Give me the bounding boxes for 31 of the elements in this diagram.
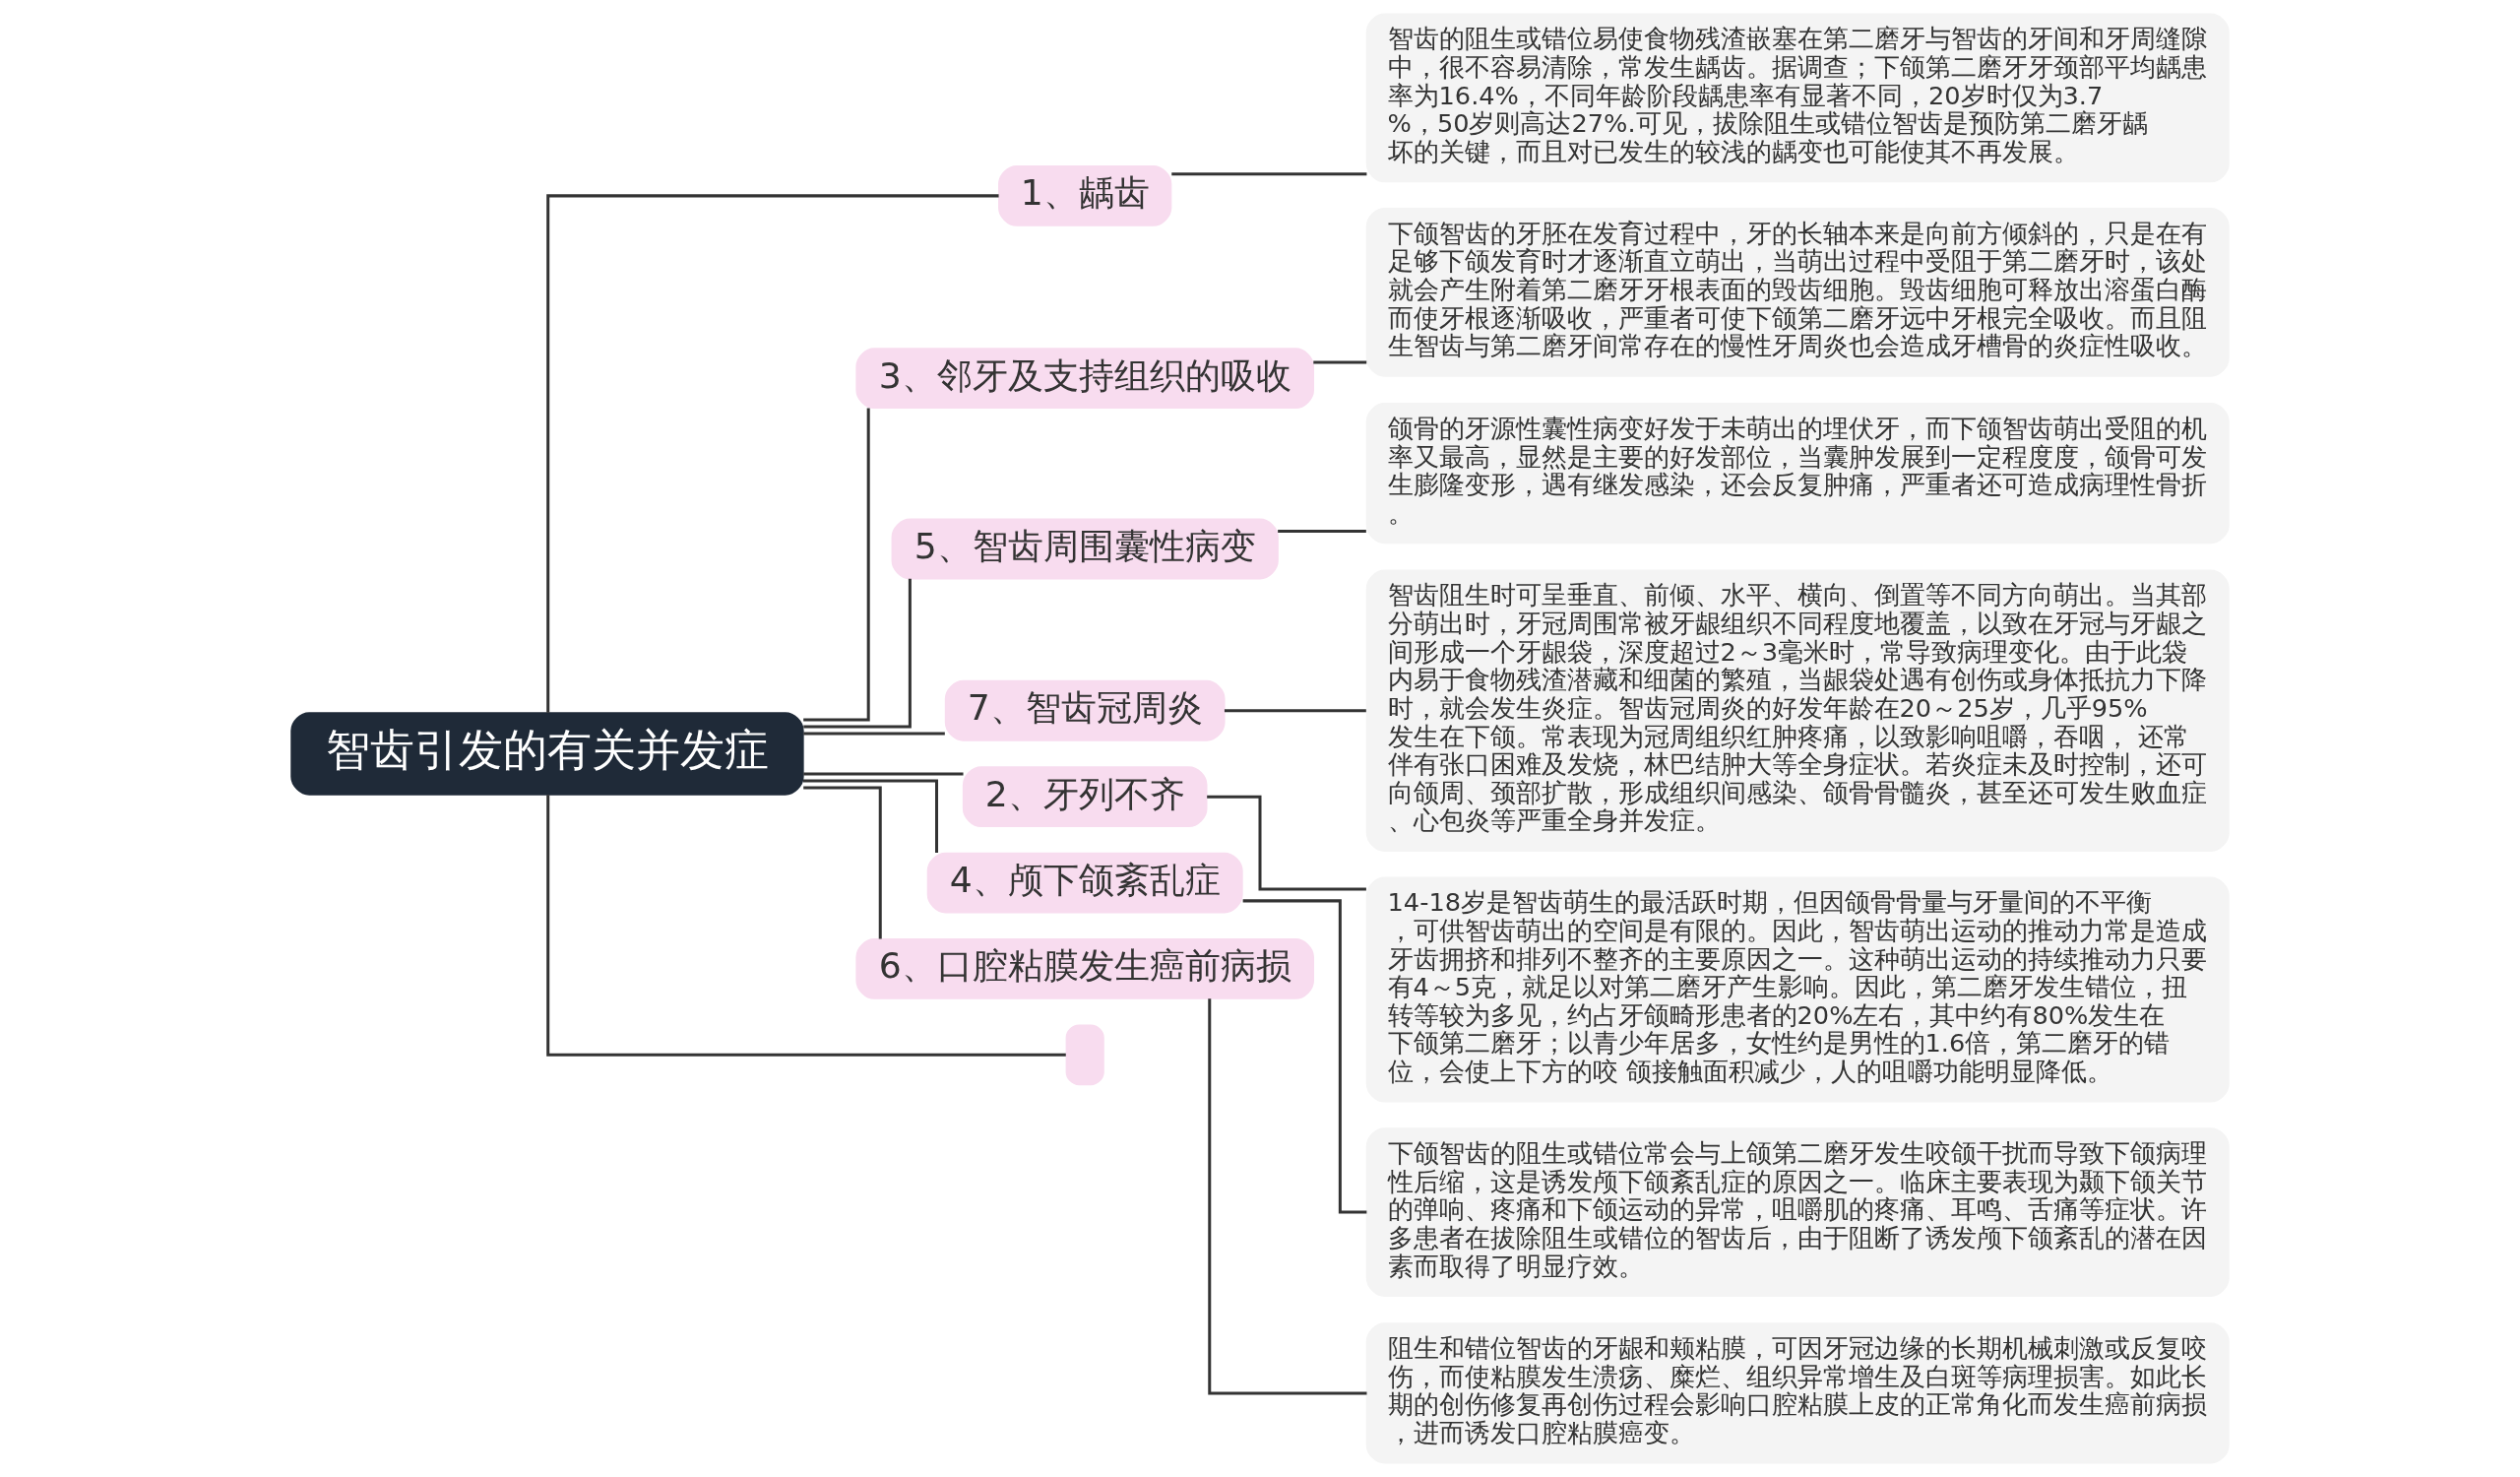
- connector: [546, 194, 999, 713]
- connector: [803, 408, 870, 722]
- connector: [803, 578, 912, 729]
- node-box: 5、智齿周围囊性病变: [891, 518, 1279, 580]
- connector: [1224, 709, 1366, 713]
- connector: [1278, 529, 1366, 533]
- connector: [546, 795, 1066, 1057]
- node-box: 智齿的阻生或错位易使食物残渣嵌塞在第二磨牙与智齿的牙间和牙周缝隙中，很不容易清除，常发生龋齿。据调查；下颌第二磨牙牙颈部平均龋患率为16.4%，不同年龄阶段龋患率有显著不同，20岁时仅为3.7%，50岁则高达27%.可见，拔除阻生或错位智齿是预防第二磨牙龋坏的关键，而且对已发生的较浅的龋变也可能使其不再发展。: [1365, 13, 2230, 183]
- node-box: 阻生和错位智齿的牙龈和颊粘膜，可因牙冠边缘的长期机械刺激或反复咬伤，而使粘膜发生溃疡、糜烂、组织异常增生及白斑等病理损害。如此长期的创伤修复再创伤过程会影响口腔粘膜上皮的正常角化而发生癌前病损，进而诱发口腔粘膜癌变。: [1365, 1322, 2230, 1464]
- connector: [1208, 998, 1367, 1395]
- connector: [803, 786, 882, 939]
- node-box: 7、智齿冠周炎: [944, 679, 1226, 741]
- connector: [1171, 172, 1367, 176]
- connector: [802, 779, 938, 853]
- node-box: 颌骨的牙源性囊性病变好发于未萌出的埋伏牙，而下颌智齿萌出受阻的机率又最高，显然是主要的好发部位，当囊肿发展到一定程度度，颌骨可发生膨隆变形，遇有继发感染，还会反复肿痛，严重者还可造成病理性骨折。: [1365, 403, 2230, 545]
- connector: [803, 732, 945, 736]
- node-box: 智齿引发的有关并发症: [290, 712, 804, 796]
- connector: [1207, 795, 1366, 891]
- node-box: 14-18岁是智齿萌生的最活跃时期，但因颌骨骨量与牙量间的不平衡，可供智齿萌出的空间是有限的。因此，智齿萌出运动的推动力常是造成牙齿拥挤和排列不整齐的主要原因之一。这种萌出运动的持续推动力只要有4～5克，就足以对第二磨牙产生影响。因此，第二磨牙发生错位，扭转等较为多见，约占牙颌畸形患者的20%左右，其中约有80%发生在下颌第二磨牙；以青少年居多，女性约是男性的1.6倍，第二磨牙的错位，会使上下方的咬 颌接触面积减少，人的咀嚼功能明显降低。: [1365, 876, 2230, 1103]
- node-box: 2、牙列不齐: [962, 766, 1208, 828]
- node-box: 1、龋齿: [998, 164, 1172, 226]
- node-box: 下颌智齿的阻生或错位常会与上颌第二磨牙发生咬颌干扰而导致下颌病理性后缩，这是诱发颅下颌紊乱症的原因之一。临床主要表现为颞下颌关节的弹响、疼痛和下颌运动的异常，咀嚼肌的疼痛、耳鸣、舌痛等症状。许多患者在拔除阻生或错位的智齿后，由于阻断了诱发颅下颌紊乱的潜在因素而取得了明显疗效。: [1365, 1127, 2230, 1297]
- node-box: [1065, 1024, 1104, 1086]
- node-box: 6、口腔粘膜发生癌前病损: [855, 938, 1314, 999]
- connector: [803, 772, 964, 776]
- node-box: 3、邻牙及支持组织的吸收: [855, 348, 1314, 410]
- node-box: 下颌智齿的牙胚在发育过程中，牙的长轴本来是向前方倾斜的，只是在有足够下颌发育时才逐渐直立萌出，当萌出过程中受阻于第二磨牙时，该处就会产生附着第二磨牙牙根表面的毁齿细胞。毁齿细胞可释放出溶蛋白酶而使牙根逐渐吸收，严重者可使下颌第二磨牙远中牙根完全吸收。而且阻生智齿与第二磨牙间常存在的慢性牙周炎也会造成牙槽骨的炎症性吸收。: [1365, 207, 2230, 377]
- connector: [1313, 360, 1367, 364]
- connector: [1242, 899, 1367, 1214]
- node-box: 智齿阻生时可呈垂直、前倾、水平、横向、倒置等不同方向萌出。当其部分萌出时，牙冠周围常被牙龈组织不同程度地覆盖，以致在牙冠与牙龈之间形成一个牙龈袋，深度超过2～3毫米时，常导致病理变化。由于此袋内易于食物残渣潜藏和细菌的繁殖，当龈袋处遇有创伤或身体抵抗力下降时，就会发生炎症。智齿冠周炎的好发年龄在20～25岁，几乎95%发生在下颌。常表现为冠周组织红肿疼痛，以致影响咀嚼，吞咽， 还常伴有张口困难及发烧，林巴结肿大等全身症状。若炎症未及时控制，还可向颌周、颈部扩散，形成组织间感染、颌骨骨髓炎，甚至还可发生败血症、心包炎等严重全身并发症。: [1365, 569, 2230, 852]
- node-box: 4、颅下颌紊乱症: [926, 852, 1243, 914]
